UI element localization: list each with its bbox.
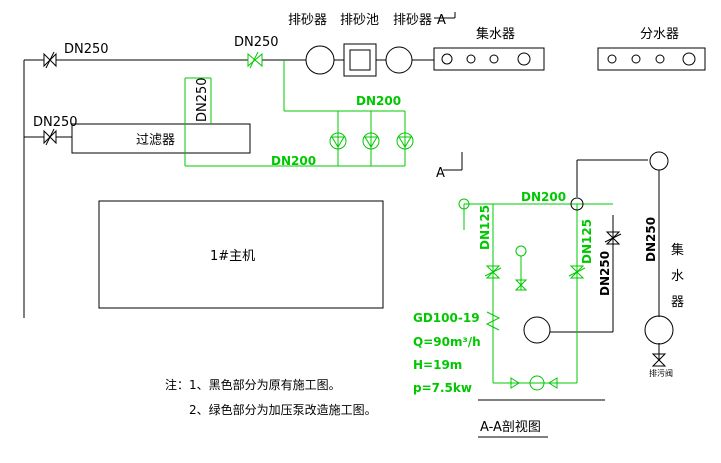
- main-unit-box: [98, 200, 384, 309]
- note-1: 注：1、黑色部分为原有施工图。: [165, 377, 341, 392]
- label-sand-drain-2: 排砂器: [393, 13, 432, 28]
- label-green-dn200-top: DN200: [356, 94, 401, 108]
- valve-main-dn250: [43, 51, 57, 69]
- sand-drain-1-circle: [305, 45, 335, 75]
- section-collector-top: [649, 151, 669, 171]
- label-pump-head: H=19m: [413, 358, 462, 372]
- label-section-mid: A: [436, 166, 445, 181]
- label-sand-pool: 排砂池: [340, 13, 379, 28]
- section-green-piping: [463, 203, 613, 384]
- collector-header: [433, 47, 545, 71]
- section-node-left: [458, 198, 470, 210]
- valve-green-dn250: [247, 51, 263, 69]
- filter-box: [71, 123, 251, 154]
- existing-piping: [23, 59, 434, 318]
- label-pipe-filter: DN250: [33, 115, 78, 130]
- label-sand-drain-1: 排砂器: [288, 13, 327, 28]
- section-title: A-A剖视图: [480, 420, 541, 435]
- label-section-dn200: DN200: [521, 190, 566, 204]
- label-pipe-main: DN250: [64, 42, 109, 57]
- label-pump-model: GD100-19: [413, 311, 480, 325]
- label-drain-valve: 排污阀: [649, 368, 673, 378]
- label-pipe-branch: DN250: [234, 35, 279, 50]
- label-section-dn125-right: DN125: [580, 219, 594, 264]
- section-tank-circle: [523, 316, 551, 344]
- distributor-header: [597, 47, 706, 71]
- label-collector: 集水器: [476, 26, 515, 42]
- label-main-unit: 1#主机: [210, 249, 255, 264]
- note-2: 2、绿色部分为加压泵改造施工图。: [189, 402, 377, 417]
- booster-pump-1: [329, 132, 347, 150]
- booster-pump-3: [396, 132, 414, 150]
- section-collector-bottom: [644, 315, 674, 345]
- valve-filter-dn250: [43, 128, 57, 146]
- section-marker-top: [434, 12, 456, 19]
- label-section-dn250-mid: DN250: [598, 251, 612, 296]
- section-node-right: [570, 197, 584, 211]
- section-valve-dn250: [604, 231, 622, 245]
- section-check-valve: [485, 311, 501, 331]
- drain-valve-icon: [651, 353, 667, 367]
- label-section-dn125-left: DN125: [478, 205, 492, 250]
- sand-pool-box: [343, 43, 377, 77]
- svg-text:水: 水: [671, 269, 684, 284]
- label-filter: 过滤器: [136, 133, 175, 148]
- label-section-top: A: [437, 13, 446, 28]
- label-section-dn250-right: DN250: [644, 217, 658, 262]
- section-marker-mid: [443, 152, 463, 171]
- section-valve-right: [568, 265, 586, 279]
- svg-text:器: 器: [671, 295, 684, 310]
- svg-text:集: 集: [671, 242, 684, 258]
- section-booster-pump: [510, 375, 558, 391]
- modification-piping: [184, 60, 406, 167]
- section-black-piping: [478, 159, 660, 401]
- label-pipe-vertical: DN250: [195, 77, 210, 122]
- label-green-dn200-bottom: DN200: [271, 154, 316, 168]
- section-valve-left: [484, 265, 502, 279]
- sand-drain-2-circle: [385, 46, 413, 74]
- booster-pump-2: [362, 132, 380, 150]
- section-gauge: [514, 245, 528, 291]
- label-pump-power: p=7.5kw: [413, 381, 472, 395]
- label-section-collector: 集 水 器: [671, 242, 684, 310]
- label-pump-flow: Q=90m³/h: [413, 335, 481, 349]
- label-distributor: 分水器: [640, 27, 679, 42]
- sand-pool-inner: [349, 49, 371, 71]
